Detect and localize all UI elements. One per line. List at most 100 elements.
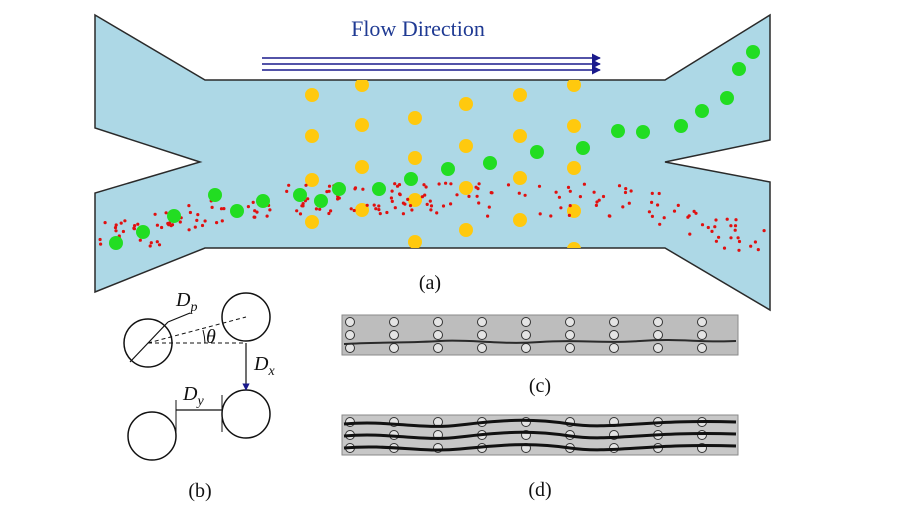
small-particle <box>377 208 381 212</box>
pillar <box>459 139 473 153</box>
small-particle <box>121 229 125 234</box>
pillar <box>567 242 581 256</box>
small-particle <box>517 191 521 195</box>
small-particle <box>251 200 255 204</box>
small-particle <box>477 201 481 205</box>
panel-a-label: (a) <box>419 272 441 294</box>
small-particle <box>629 189 633 193</box>
small-particle <box>592 190 596 194</box>
small-particle <box>662 216 666 220</box>
small-particle <box>597 198 601 202</box>
large-particle <box>720 91 734 105</box>
small-particle <box>607 214 611 218</box>
small-particle <box>353 187 357 191</box>
small-particle <box>554 190 558 194</box>
small-particle <box>255 210 259 214</box>
large-particle <box>732 62 746 76</box>
pillar <box>459 97 473 111</box>
large-particle <box>746 45 760 59</box>
small-particle <box>736 236 740 240</box>
small-particle <box>401 212 405 216</box>
small-particle <box>410 208 414 212</box>
small-particle <box>148 244 152 248</box>
small-particle <box>215 221 219 225</box>
pillar <box>408 111 422 125</box>
small-particle <box>717 235 721 239</box>
small-particle <box>624 187 628 191</box>
micro-pillar <box>477 330 487 340</box>
micro-pillar <box>653 343 663 353</box>
micro-pillar <box>521 317 531 327</box>
pillar <box>567 119 581 133</box>
small-particle <box>178 220 182 224</box>
small-particle <box>729 224 733 228</box>
small-particle <box>737 248 741 252</box>
small-particle <box>420 195 424 199</box>
small-particle <box>714 239 719 243</box>
small-particle <box>557 195 562 199</box>
pillar <box>567 161 581 175</box>
small-particle <box>429 204 434 208</box>
micro-pillar <box>433 317 443 327</box>
small-particle <box>98 237 102 242</box>
pillar <box>355 203 369 217</box>
small-particle <box>188 210 192 215</box>
small-particle <box>155 223 159 227</box>
small-particle <box>187 228 191 232</box>
small-particle <box>136 222 140 226</box>
panel-a: Flow Direction (a) <box>94 13 771 312</box>
small-particle <box>393 206 397 210</box>
small-particle <box>114 229 118 233</box>
small-particle <box>306 197 310 201</box>
large-particle <box>530 145 544 159</box>
small-particle <box>489 191 493 195</box>
small-particle <box>467 194 471 198</box>
small-particle <box>119 221 123 225</box>
small-particle <box>219 207 224 211</box>
panel-c-label: (c) <box>529 375 551 397</box>
small-particle <box>389 196 393 200</box>
small-particle <box>336 197 340 201</box>
small-particle <box>449 182 453 186</box>
micro-pillar <box>521 330 531 340</box>
small-particle <box>196 213 200 217</box>
small-particle <box>710 229 714 233</box>
small-particle <box>268 208 272 212</box>
small-particle <box>455 193 459 197</box>
small-particle <box>617 184 622 188</box>
small-particle <box>200 223 205 228</box>
small-particle <box>623 190 628 195</box>
small-particle <box>132 226 136 230</box>
small-particle <box>318 207 322 211</box>
small-particle <box>486 214 490 218</box>
small-particle <box>365 203 369 207</box>
large-particle <box>441 162 455 176</box>
pillar <box>459 181 473 195</box>
large-particle <box>332 182 346 196</box>
pillar <box>408 193 422 207</box>
small-particle <box>566 185 571 189</box>
small-particle <box>734 218 738 222</box>
small-particle <box>187 204 191 208</box>
small-particle <box>672 209 677 213</box>
theta-label: θ <box>206 326 216 348</box>
panel-d-label: (d) <box>528 479 551 501</box>
flow-direction-arrows <box>262 53 601 75</box>
micro-pillar <box>697 343 707 353</box>
large-particle <box>314 194 328 208</box>
micrograph-pillars-d <box>345 417 707 453</box>
panel-d-micrograph <box>341 414 739 456</box>
pillar <box>513 88 527 102</box>
small-particle <box>329 209 333 213</box>
small-particle <box>403 202 407 206</box>
small-particle <box>487 205 491 209</box>
small-particle <box>203 219 207 223</box>
small-particle <box>377 204 381 208</box>
micro-pillar <box>609 317 619 327</box>
small-particle <box>733 228 737 232</box>
large-particle <box>230 204 244 218</box>
small-particle <box>435 211 439 215</box>
small-particle <box>374 207 378 211</box>
micrograph-pillars-c <box>345 317 707 353</box>
